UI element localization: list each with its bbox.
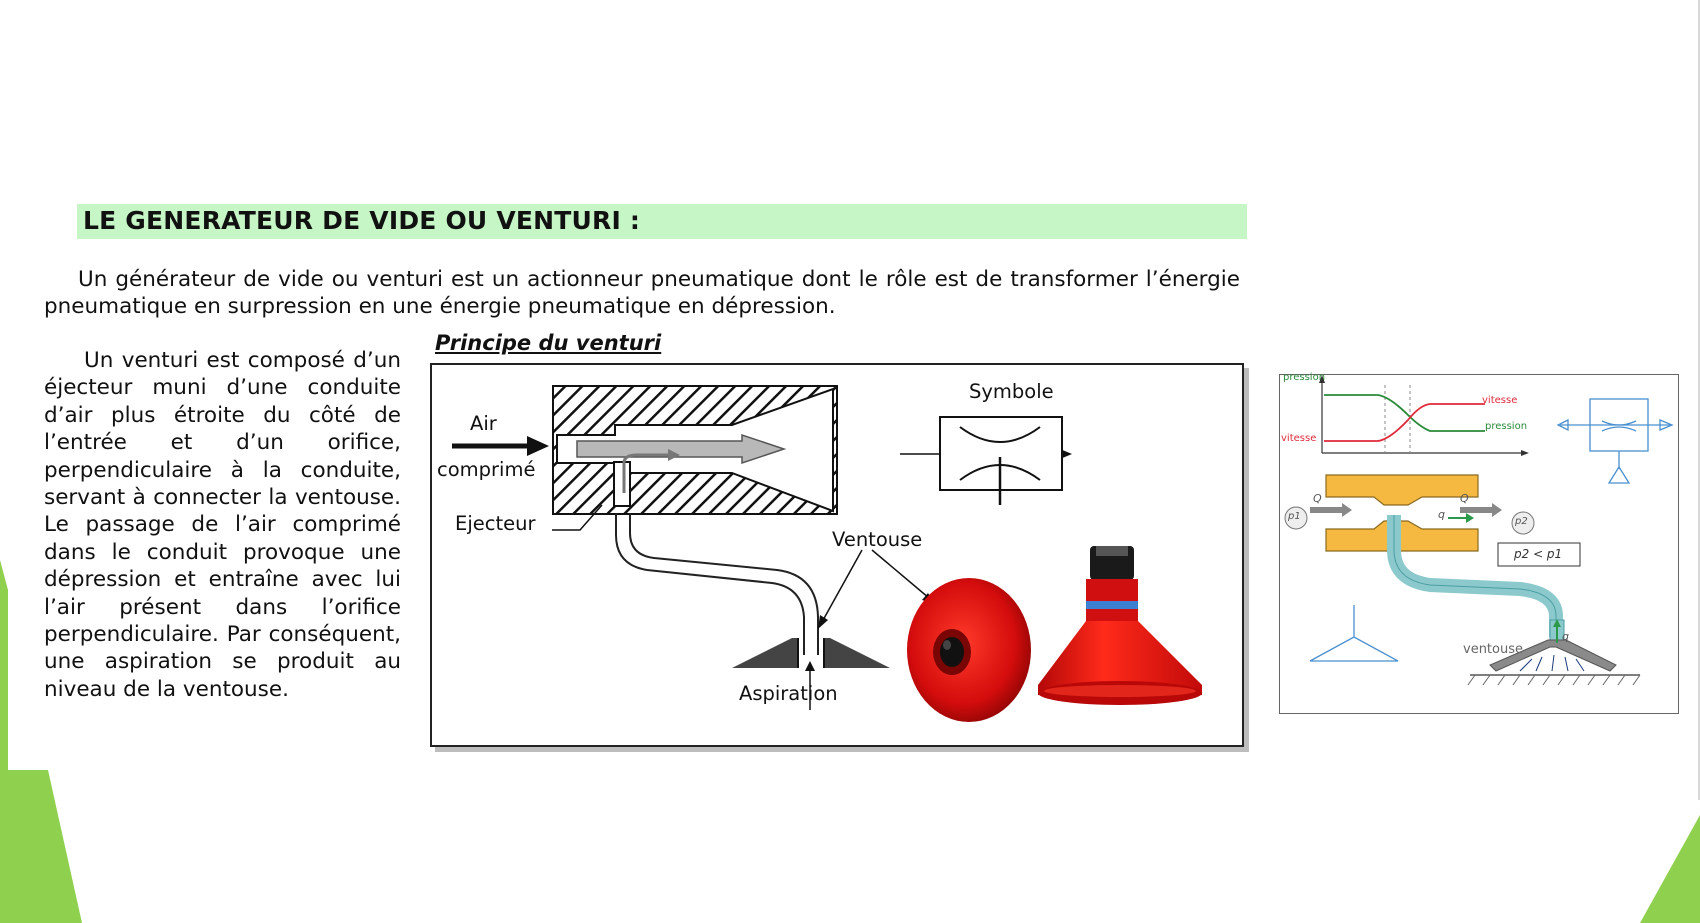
graph-label-pression-right: pression xyxy=(1485,421,1528,432)
graph-label-vitesse-left: vitesse xyxy=(1281,433,1317,444)
vacuum-tube xyxy=(615,513,805,655)
venturi-nozzle xyxy=(1310,474,1502,552)
label-ejecteur: Ejecteur xyxy=(455,512,536,535)
ventouse-detail xyxy=(1467,619,1641,686)
label-relation: p2 < p1 xyxy=(1514,547,1563,561)
figure-caption: Principe du venturi xyxy=(435,331,662,355)
suction-cup-photo-side xyxy=(1038,546,1202,705)
label-air: Air xyxy=(470,412,497,435)
p1-marker xyxy=(1284,506,1308,530)
ejecteur-leader xyxy=(552,504,603,531)
slide-decoration-left xyxy=(0,560,82,923)
venturi-figure: Air comprimé Symbole Ejecteur Ventouse A… xyxy=(430,363,1244,747)
heading-highlight xyxy=(77,204,1247,239)
label-ventouse-detail: ventouse xyxy=(1463,642,1523,657)
venturi-detail-svg xyxy=(1284,375,1674,686)
suction-cup-photo-front xyxy=(907,578,1031,722)
description-paragraph: Un venturi est composé d’un éjecteur mun… xyxy=(44,347,401,703)
page-title: LE GENERATEUR DE VIDE OU VENTURI : xyxy=(83,206,641,235)
label-q-left: Q xyxy=(1313,492,1322,505)
venturi-detail-diagram: pression vitesse vitesse pression Q Q q … xyxy=(1279,372,1679,714)
intro-paragraph: Un générateur de vide ou venturi est un … xyxy=(44,266,1240,320)
p2-marker xyxy=(1511,511,1535,535)
suction-symbol-detail xyxy=(1309,605,1399,662)
label-p2: p2 xyxy=(1515,516,1528,527)
graph-label-pression-top: pression xyxy=(1283,372,1326,383)
venturi-symbol-detail xyxy=(1556,398,1674,484)
label-symbole: Symbole xyxy=(969,380,1054,403)
label-comprime: comprimé xyxy=(437,458,536,481)
air-inlet-arrow xyxy=(452,436,549,456)
air-flow-arrow xyxy=(576,433,787,493)
venturi-symbol xyxy=(900,416,1072,505)
pressure-velocity-graph xyxy=(1319,375,1529,456)
label-q-small: q xyxy=(1438,508,1445,521)
label-q-right: Q xyxy=(1460,492,1469,505)
label-aspiration: Aspiration xyxy=(739,682,838,705)
graph-label-vitesse-top: vitesse xyxy=(1482,395,1518,406)
venturi-diagram xyxy=(452,385,1202,722)
suction-cup-schematic xyxy=(732,638,890,710)
description-text: Un venturi est composé d’un éjecteur mun… xyxy=(44,348,401,702)
relation-box xyxy=(1497,542,1581,567)
label-p1: p1 xyxy=(1288,511,1301,522)
slide-decoration-right xyxy=(1640,0,1700,923)
label-q-down: q xyxy=(1562,630,1569,643)
label-ventouse: Ventouse xyxy=(832,528,923,551)
intro-text: Un générateur de vide ou venturi est un … xyxy=(44,267,1240,319)
